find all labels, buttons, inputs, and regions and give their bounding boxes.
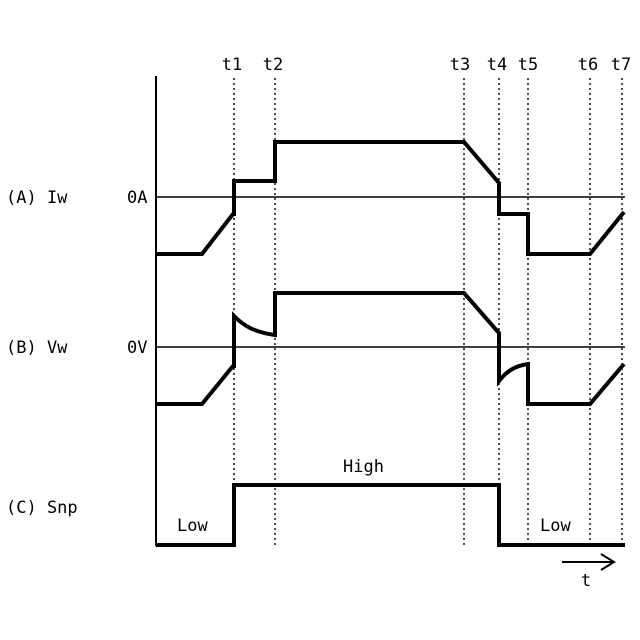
marker-label-t6: t6 — [578, 55, 598, 75]
state-low-right: Low — [540, 516, 571, 536]
row-label-snp: (C) Snp — [6, 498, 78, 518]
marker-label-t7: t7 — [611, 55, 631, 75]
time-arrow-icon — [562, 554, 614, 570]
row-label-voltage: (B) Vw — [6, 338, 68, 358]
state-low-left: Low — [177, 516, 208, 536]
marker-label-t4: t4 — [487, 55, 507, 75]
row-label-current: (A) Iw — [6, 188, 68, 208]
voltage-waveform — [156, 293, 624, 404]
snp-waveform — [156, 485, 625, 545]
current-waveform — [156, 142, 624, 254]
marker-label-t3: t3 — [450, 55, 470, 75]
marker-label-t1: t1 — [222, 55, 242, 75]
time-axis-label: t — [581, 571, 591, 591]
marker-label-t2: t2 — [263, 55, 283, 75]
ref-label-0v: 0V — [127, 338, 147, 358]
state-high: High — [343, 457, 384, 477]
time-marker-labels: t1 t2 t3 t4 t5 t6 t7 — [222, 55, 631, 75]
time-marker-lines — [234, 78, 622, 546]
ref-label-0a: 0A — [127, 188, 147, 208]
marker-label-t5: t5 — [518, 55, 538, 75]
